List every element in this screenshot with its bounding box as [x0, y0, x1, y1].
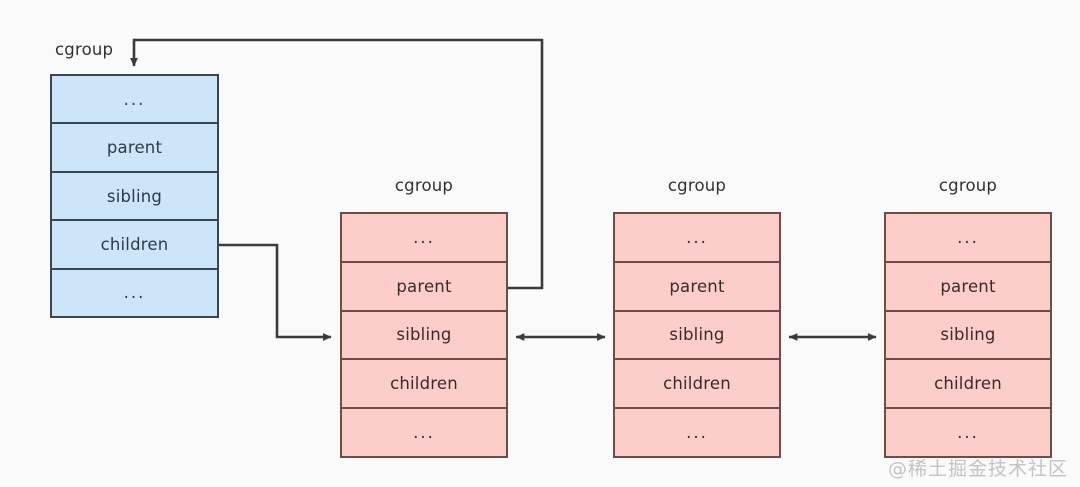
edge-children-to-sibling: [219, 243, 332, 341]
node-2-box: ... parent sibling children ...: [340, 212, 508, 458]
node-2-row-children: children: [342, 360, 506, 410]
node-1-title: cgroup: [55, 40, 114, 59]
node-2-row-ellipsis-top: ...: [342, 214, 506, 263]
node-3-row-ellipsis-top: ...: [615, 214, 779, 263]
node-4-box: ... parent sibling children ...: [884, 212, 1052, 458]
node-1-row-ellipsis-bottom: ...: [52, 269, 217, 317]
node-4-row-children: children: [886, 360, 1050, 410]
node-3-row-children: children: [615, 360, 779, 410]
node-3-row-ellipsis-bottom: ...: [615, 409, 779, 456]
node-4-title: cgroup: [938, 176, 998, 195]
node-4-row-parent: parent: [886, 262, 1050, 312]
node-3-row-sibling: sibling: [615, 311, 779, 361]
node-4-row-sibling: sibling: [886, 311, 1050, 361]
node-3-box: ... parent sibling children ...: [613, 212, 781, 458]
node-3-row-parent: parent: [615, 262, 779, 312]
node-2-title: cgroup: [394, 176, 454, 195]
node-4-row-ellipsis-top: ...: [886, 214, 1050, 263]
node-3-title: cgroup: [667, 176, 727, 195]
watermark: @稀土掘金技术社区: [887, 458, 1068, 480]
node-4-row-ellipsis-bottom: ...: [886, 409, 1050, 456]
node-1-row-children: children: [52, 221, 217, 270]
node-2-row-parent: parent: [342, 262, 506, 312]
node-1-row-parent: parent: [52, 124, 217, 173]
node-1-row-ellipsis-top: ...: [52, 76, 217, 125]
node-1-box: ... parent sibling children ...: [50, 74, 219, 318]
node-2-row-ellipsis-bottom: ...: [342, 409, 506, 456]
node-2-row-sibling: sibling: [342, 311, 506, 361]
node-1-row-sibling: sibling: [52, 172, 217, 222]
